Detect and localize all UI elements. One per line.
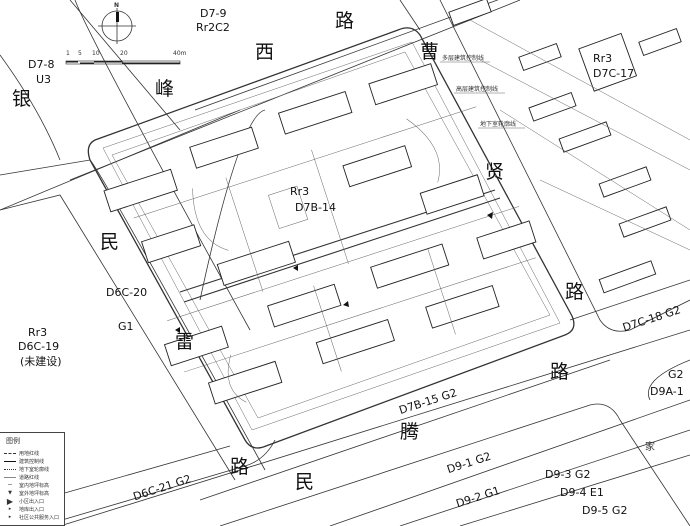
road-yinfeng-4: 路 — [335, 10, 354, 32]
scale-tick-10: 10 — [92, 50, 100, 57]
dashed-line-icon — [4, 452, 16, 454]
scale-tick-20: 20 — [120, 50, 128, 57]
road-minteng-3: 路 — [550, 361, 569, 383]
legend-item: ▶ 小区出入口 — [0, 496, 64, 506]
legend-label: 道路红线 — [19, 474, 40, 481]
lot-d7b-15: D7B-15 G2 — [397, 386, 458, 417]
legend-item: 建筑控制线 — [0, 457, 64, 465]
legend-label: 地库出入口 — [19, 506, 45, 513]
road-names: 银 峰 西 路 曹 贤 路 民 雷 路 民 腾 路 家 — [12, 10, 655, 493]
road-minlei-3: 路 — [230, 456, 249, 478]
legend-label: 室内地坪标高 — [19, 482, 50, 489]
entrance-arrow-icon — [487, 212, 493, 219]
legend-item: 道路红线 — [0, 473, 64, 481]
entrance-markers — [175, 212, 493, 333]
legend-label: 室外地坪标高 — [19, 490, 50, 497]
entrance-arrow-icon — [343, 301, 349, 307]
lot-d9-3: D9-3 G2 — [545, 468, 590, 481]
legend-item: ⏤ 室内地坪标高 — [0, 481, 64, 489]
solid-line-icon — [4, 460, 16, 462]
lot-d7c-18: D7C-18 G2 — [621, 303, 682, 334]
legend-item: ▸ 社区公共服务入口 — [0, 513, 64, 521]
scale-tick-40m: 40m — [173, 50, 187, 57]
legend-item: ▼ 室外地坪标高 — [0, 489, 64, 497]
road-yinfeng-2: 峰 — [155, 78, 174, 100]
legend: 图例 用地红线 建筑控制线 地下室轮廓线 道路红线 ⏤ 室内地坪标高 ▼ 室外地坪标… — [0, 432, 65, 526]
small-arrow-icon: ▸ — [8, 514, 12, 520]
legend-label: 地下室轮廓线 — [19, 466, 50, 473]
entrance-arrow-icon — [293, 265, 298, 271]
north-label: N — [114, 2, 119, 9]
level-triangle-icon: ▼ — [8, 490, 12, 496]
scale-tick-5: 5 — [78, 50, 82, 57]
annotation-high-rise-line: 高层建筑控制线 — [456, 85, 498, 93]
road-minlei-1: 民 — [100, 231, 119, 253]
road-minteng-1: 民 — [295, 471, 314, 493]
annotation-multi-storey-line: 多层建筑控制线 — [442, 54, 484, 62]
lot-d7-8-type: U3 — [36, 73, 51, 86]
lot-d9-4: D9-4 E1 — [560, 486, 604, 499]
road-caoxian-2: 贤 — [485, 161, 504, 183]
lot-d7c-17-id: D7C-17 — [593, 67, 634, 80]
lot-d7-8-id: D7-8 — [28, 58, 54, 71]
lot-d7-9-type: Rr2C2 — [196, 21, 230, 34]
thin-line-icon — [4, 476, 16, 478]
lot-d7-9-id: D7-9 — [200, 7, 226, 20]
lot-d6c-19-type: Rr3 — [28, 326, 47, 339]
legend-item: 地下室轮廓线 — [0, 465, 64, 473]
north-compass: N — [98, 2, 136, 44]
dash-dot-line-icon — [4, 468, 16, 470]
lot-d6c-20-type: G1 — [118, 320, 134, 333]
entrance-arrow-icon — [175, 327, 180, 333]
lot-d9-1: D9-1 G2 — [445, 450, 492, 476]
scale-bar: 1 5 10 20 40m — [65, 50, 187, 65]
small-arrow-icon: ▸ — [8, 506, 12, 512]
road-caoxian-3: 路 — [565, 281, 584, 303]
legend-item: ▸ 地库出入口 — [0, 505, 64, 513]
lot-d9-2: D9-2 G1 — [454, 484, 501, 510]
road-caoxian-1: 曹 — [420, 41, 439, 63]
level-marker-icon: ⏤ — [7, 482, 12, 488]
road-minlei-2: 雷 — [175, 331, 194, 353]
legend-label: 社区公共服务入口 — [19, 514, 60, 521]
site-lot-type: Rr3 — [290, 185, 309, 198]
legend-item: 用地红线 — [0, 449, 64, 457]
lot-d9a: D9A-1 — [650, 385, 684, 398]
legend-label: 小区出入口 — [19, 498, 45, 505]
annotation-basement-outline: 地下室轮廓线 — [480, 120, 516, 128]
road-yinfeng-1: 银 — [12, 88, 31, 110]
legend-label: 用地红线 — [19, 450, 40, 457]
lot-d7c-17-type: Rr3 — [593, 52, 612, 65]
lot-labels: Rr3 D7B-14 D7-9 Rr2C2 D7-8 U3 Rr3 D7C-17… — [18, 7, 684, 517]
neighbor-buildings — [448, 0, 690, 294]
lot-d6c-19-id: D6C-19 — [18, 340, 59, 353]
site-lot-id: D7B-14 — [295, 201, 336, 214]
residential-buildings — [103, 63, 537, 405]
large-arrow-icon: ▶ — [6, 496, 14, 506]
legend-label: 建筑控制线 — [19, 458, 45, 465]
lot-d6c-20-id: D6C-20 — [106, 286, 147, 299]
lot-d6c-19-status: (未建设) — [20, 354, 62, 368]
lot-g2-corner: G2 — [668, 368, 684, 381]
road-jia: 家 — [645, 440, 655, 453]
road-minteng-2: 腾 — [400, 421, 419, 443]
scale-tick-1: 1 — [66, 50, 70, 57]
control-line-annotations: 多层建筑控制线 高层建筑控制线 地下室轮廓线 — [440, 54, 525, 129]
legend-title: 图例 — [6, 437, 20, 445]
lot-d9-5: D9-5 G2 — [582, 504, 627, 517]
road-yinfeng-3: 西 — [255, 41, 274, 63]
